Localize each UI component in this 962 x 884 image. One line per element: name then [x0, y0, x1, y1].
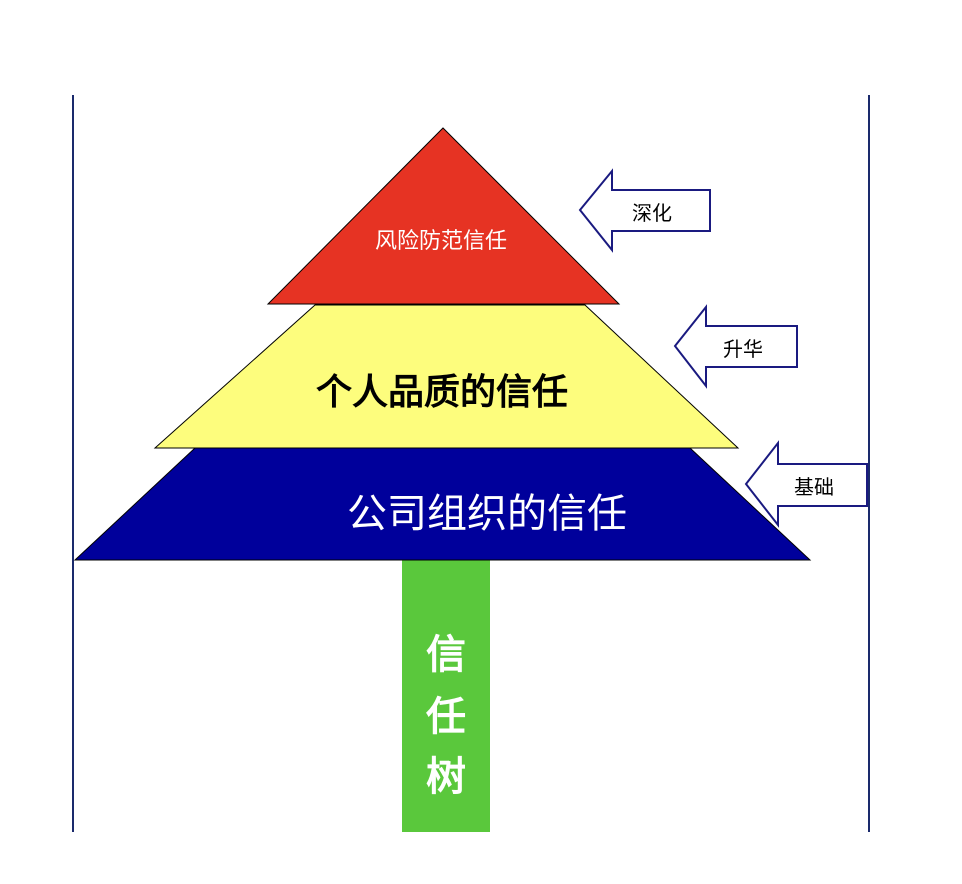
pyramid-bottom-label: 公司组织的信任 — [347, 491, 627, 537]
pyramid-middle-label: 个人品质的信任 — [316, 372, 568, 413]
trunk-char-3: 树 — [426, 754, 466, 800]
left-arrow-shape — [744, 440, 868, 528]
arrow-deepen: 深化 — [578, 168, 711, 253]
arrow-sublimate: 升华 — [673, 304, 798, 389]
left-arrow-shape — [578, 168, 711, 253]
trunk-char-2: 任 — [426, 694, 466, 740]
pyramid-top-label: 风险防范信任 — [375, 229, 507, 254]
arrow-foundation-label: 基础 — [794, 475, 834, 499]
arrow-sublimate-label: 升华 — [723, 337, 763, 361]
trunk-char-1: 信 — [426, 632, 466, 678]
arrow-foundation: 基础 — [744, 440, 868, 528]
tree-trunk — [402, 560, 490, 832]
pyramid-top-layer — [266, 127, 621, 305]
left-arrow-shape — [673, 304, 798, 389]
pyramid-middle-layer — [153, 304, 740, 449]
arrow-deepen-label: 深化 — [632, 201, 672, 225]
